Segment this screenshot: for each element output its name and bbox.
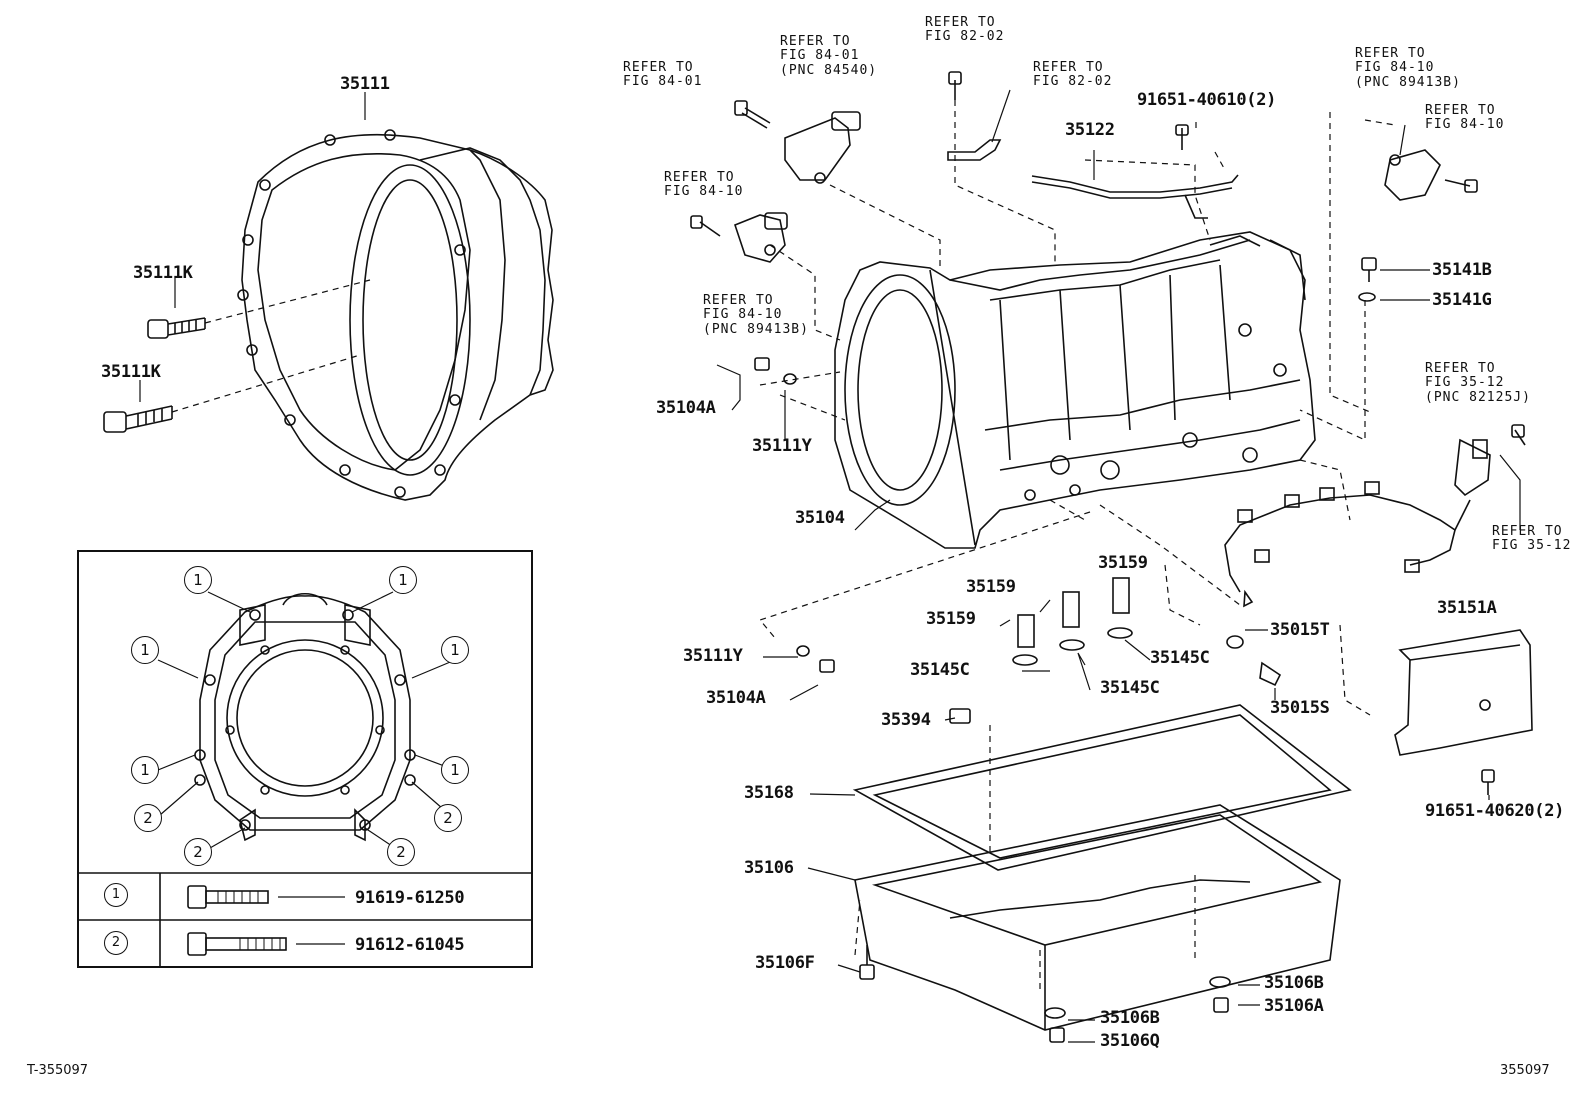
speed-sensor-mid [690,212,788,263]
footer-code-right: 355097 [1500,1063,1550,1078]
part-label-35104a-lower: 35104A [706,688,766,708]
part-label-91651-40620: 91651-40620(2) [1425,801,1565,821]
part-label-35159-c: 35159 [926,609,976,629]
marker-2-right: 2 [434,804,462,832]
part-label-35159-b: 35159 [1098,553,1148,573]
part-label-35015t: 35015T [1270,620,1330,640]
marker-2-bottom-right: 2 [387,838,415,866]
marker-2-left: 2 [134,804,162,832]
marker-1-low-left: 1 [131,756,159,784]
part-label-35145c-a: 35145C [910,660,970,680]
part-label-35106q: 35106Q [1100,1031,1160,1051]
filler-tubes-35159 [754,357,1282,687]
cover-35151a [1394,629,1533,795]
part-label-35145c-c: 35145C [1150,648,1210,668]
part-label-35106b-lower: 35106B [1100,1008,1160,1028]
part-label-35104a-upper: 35104A [656,398,716,418]
refer-note-84-10-right: REFER TO FIG 84-10 [1425,103,1505,133]
bolt-35111k-upper [147,317,206,339]
legend-marker-2: 2 [104,931,128,955]
part-label-35106f: 35106F [755,953,815,973]
bracket-82-02 [947,71,1002,161]
wire-harness [1224,424,1526,608]
part-label-35111: 35111 [340,74,390,94]
part-label-35111y-upper: 35111Y [752,436,812,456]
bolt-35111k-lower [103,405,173,433]
footer-code-left: T-355097 [27,1063,89,1078]
refer-note-84-10-pnc89413b-right: REFER TO FIG 84-10 (PNC 89413B) [1355,46,1461,90]
marker-1-low-right: 1 [441,756,469,784]
part-label-35015s: 35015S [1270,698,1330,718]
refer-note-35-12-lower: REFER TO FIG 35-12 [1492,524,1572,554]
part-label-35159-a: 35159 [966,577,1016,597]
converter-housing-drawing [237,129,554,501]
leader-dashed-housing [171,279,371,413]
part-label-35151a: 35151A [1437,598,1497,618]
oil-pan-35106 [854,708,1341,1043]
part-label-35111k-lower: 35111K [101,362,161,382]
part-label-35111y-lower: 35111Y [683,646,743,666]
refer-note-84-01-left: REFER TO FIG 84-01 [623,60,703,90]
part-label-35394: 35394 [881,710,931,730]
leader-dashed-case [758,100,1396,990]
part-label-35111k-upper: 35111K [133,263,193,283]
part-label-35168: 35168 [744,783,794,803]
part-label-35141g: 35141G [1432,290,1492,310]
legend-part-91619-61250: 91619-61250 [355,888,465,908]
marker-1-mid-left: 1 [131,636,159,664]
inset-bolt-location-box [77,550,533,968]
part-label-35106a: 35106A [1264,996,1324,1016]
refer-note-84-10-left: REFER TO FIG 84-10 [664,170,744,200]
refer-note-82-02-right: REFER TO FIG 82-02 [1033,60,1113,90]
speed-sensor-upper [734,100,861,184]
part-label-35106b-right: 35106B [1264,973,1324,993]
part-label-35106: 35106 [744,858,794,878]
part-label-35145c-b: 35145C [1100,678,1160,698]
inset-bell-housing-drawing [77,591,533,968]
sensor-upper-right [1384,149,1478,201]
refer-note-35-12-pnc82125j: REFER TO FIG 35-12 (PNC 82125J) [1425,361,1531,405]
marker-1-mid-right: 1 [441,636,469,664]
transmission-case-drawing [834,231,1316,549]
marker-1-top-left: 1 [184,566,212,594]
legend-marker-1: 1 [104,883,128,907]
oil-pan-gasket-35168 [852,704,1352,871]
bolt-35141b [1358,257,1377,302]
legend-part-91612-61045: 91612-61045 [355,935,465,955]
part-label-35104: 35104 [795,508,845,528]
refer-note-84-01-pnc84540: REFER TO FIG 84-01 (PNC 84540) [780,34,878,78]
label-leaders [716,89,1521,1043]
part-label-35122: 35122 [1065,120,1115,140]
part-label-91651-40610: 91651-40610(2) [1137,90,1277,110]
marker-1-top-right: 1 [389,566,417,594]
refer-note-82-02-top: REFER TO FIG 82-02 [925,15,1005,45]
part-label-35141b: 35141B [1432,260,1492,280]
marker-2-bottom-left: 2 [184,838,212,866]
refer-note-84-10-pnc89413b-left: REFER TO FIG 84-10 (PNC 89413B) [703,293,809,337]
oil-pipe-35122 [1031,124,1239,219]
